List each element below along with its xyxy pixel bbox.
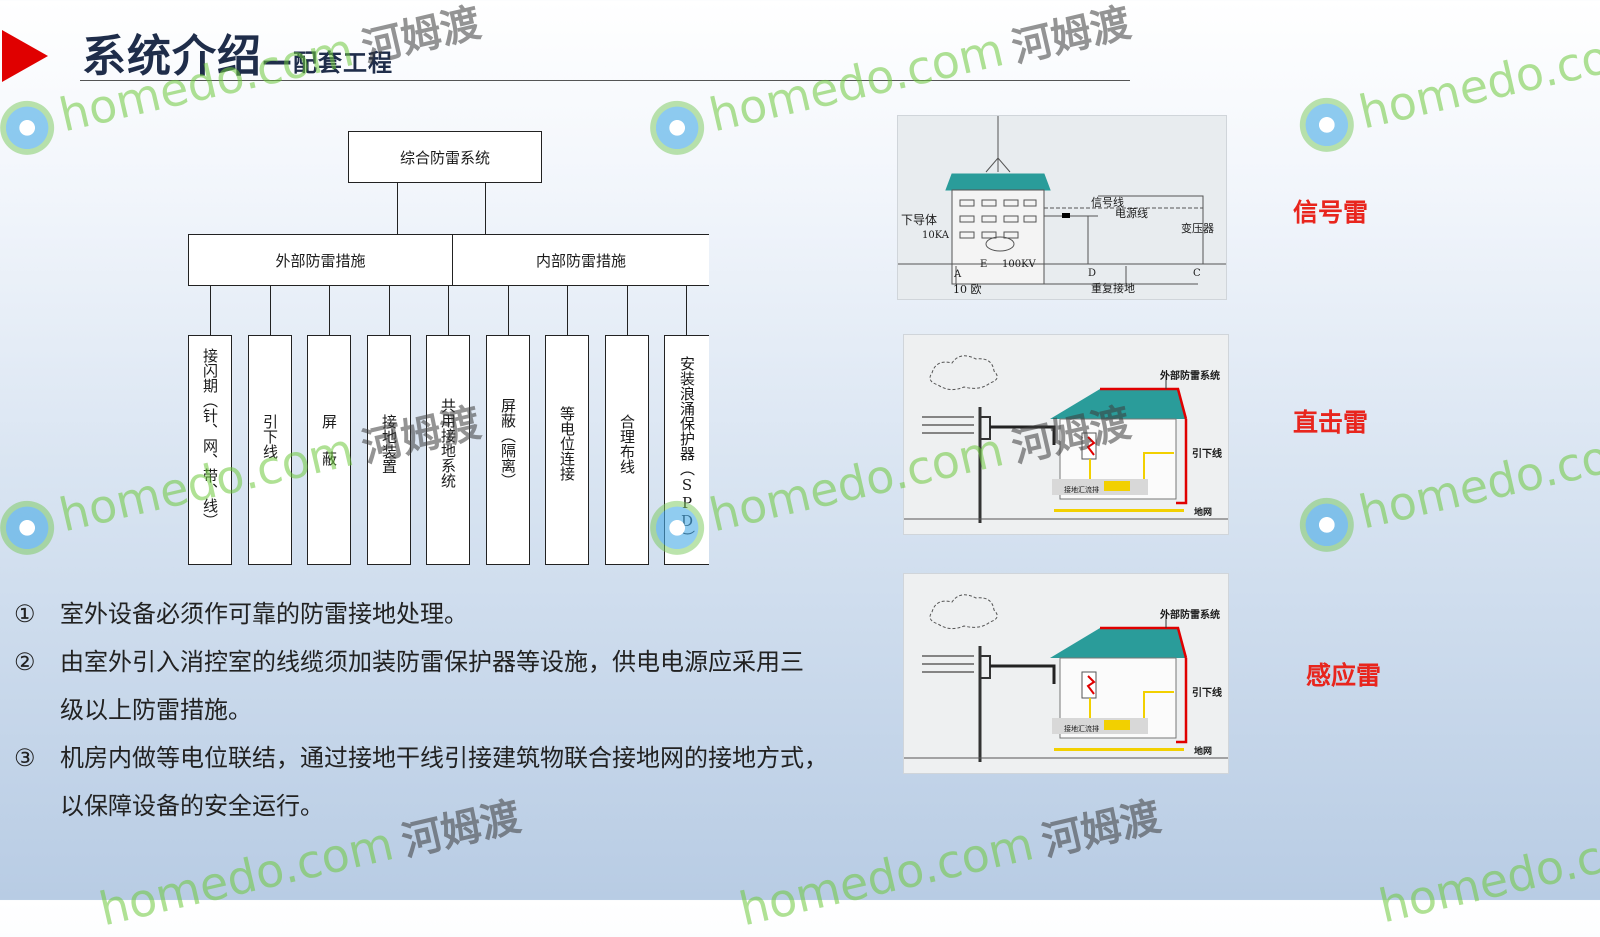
pic-annotation: 变压器 bbox=[1181, 222, 1214, 235]
pic-annotation: 外部防雷系统 bbox=[1160, 371, 1220, 382]
connector-line bbox=[448, 286, 449, 335]
pic-annotation: 引下线 bbox=[1192, 688, 1222, 699]
diagram-leaf-label: 等电位连接 bbox=[558, 406, 576, 481]
play-arrow-icon bbox=[2, 30, 48, 82]
title-underline bbox=[80, 80, 1130, 81]
building-drawing bbox=[898, 116, 1226, 285]
cloud-drawing bbox=[929, 594, 998, 630]
pic-annotation: E bbox=[980, 259, 988, 270]
page-title: 系统介绍—配套工程 bbox=[82, 20, 393, 84]
pic-annotation: D bbox=[1088, 268, 1097, 279]
note-number: ③ bbox=[14, 744, 36, 772]
diagram-leaf-label: 共用接地系统 bbox=[439, 398, 457, 488]
pic-annotation: 10 欧 bbox=[953, 283, 982, 296]
pic-annotation: 接地汇流排 bbox=[1064, 486, 1099, 494]
diagram-leaf-label: 屏蔽（隔离） bbox=[499, 398, 517, 488]
pic-annotation: 接地汇流排 bbox=[1064, 725, 1099, 733]
connector-line bbox=[508, 286, 509, 335]
pic-annotation: 地网 bbox=[1194, 508, 1213, 518]
watermark: homedo.com bbox=[1294, 19, 1600, 157]
note-item: ① 室外设备必须作可靠的防雷接地处理。 bbox=[14, 590, 468, 638]
connector-line bbox=[686, 286, 687, 335]
title-dash: — bbox=[262, 44, 293, 79]
diagram-leaf-label: 接地装置 bbox=[380, 414, 398, 474]
diagram-external-box: 外部防雷措施 bbox=[188, 234, 453, 286]
watermark-flower-icon bbox=[0, 494, 60, 560]
pic-annotation: 地网 bbox=[1194, 747, 1213, 757]
pic-annotation: A bbox=[954, 269, 962, 280]
watermark-flower-icon bbox=[1294, 91, 1360, 157]
induced-lightning-illustration: 外部防雷系统 引下线 地网 接地汇流排 bbox=[903, 573, 1229, 774]
direct-lightning-label: 直击雷 bbox=[1293, 408, 1369, 437]
connector-line bbox=[627, 286, 628, 335]
diagram-leaf-box: 引下线 bbox=[248, 335, 292, 565]
note-item: ③ 机房内做等电位联结，通过接地干线引接建筑物联合接地网的接地方式， 以保障设备的… bbox=[14, 734, 828, 830]
pic-annotation: 信号线 bbox=[1091, 196, 1124, 209]
diagram-leaf-box: 安装浪涌保护器（SPD） bbox=[664, 335, 709, 565]
connector-line bbox=[485, 183, 486, 234]
diagram-leaf-box: 合理布线 bbox=[605, 335, 649, 565]
cloud-drawing bbox=[929, 355, 998, 391]
pic-annotation: 下导体 bbox=[901, 213, 938, 227]
diagram-leaf-label: 屏蔽 bbox=[320, 414, 338, 488]
diagram-leaf-box: 接闪期（针、网、带、线） bbox=[188, 335, 232, 565]
diagram-internal-label: 内部防雷措施 bbox=[535, 251, 626, 270]
diagram-leaf-label: 安装浪涌保护器（SPD） bbox=[678, 356, 696, 545]
watermark: homedo.com河姆渡 bbox=[0, 390, 486, 560]
note-text: 由室外引入消控室的线缆须加装防雷保护器等设施，供电电源应采用三 bbox=[60, 648, 804, 676]
diagram-leaf-label: 引下线 bbox=[261, 414, 279, 459]
note-number: ② bbox=[14, 648, 36, 676]
note-text-continued: 以保障设备的安全运行。 bbox=[60, 792, 324, 820]
note-text-continued: 级以上防雷措施。 bbox=[60, 696, 252, 724]
signal-lightning-label: 信号雷 bbox=[1293, 198, 1369, 227]
page-subtitle: 配套工程 bbox=[293, 49, 393, 77]
note-number: ① bbox=[14, 600, 36, 628]
pic-annotation: 外部防雷系统 bbox=[1160, 610, 1220, 621]
connector-line bbox=[329, 286, 330, 335]
diagram-internal-box: 内部防雷措施 bbox=[452, 234, 709, 286]
direct-lightning-illustration: 外部防雷系统 引下线 地网 接地汇流排 bbox=[903, 334, 1229, 535]
pic-annotation: 10KA bbox=[922, 230, 950, 241]
diagram-leaf-box: 屏蔽 bbox=[307, 335, 351, 565]
pic-annotation: 电源线 bbox=[1115, 207, 1148, 220]
watermark: homedo.com bbox=[1294, 419, 1600, 557]
watermark-flower-icon bbox=[0, 94, 60, 160]
connector-line bbox=[397, 183, 398, 234]
note-text: 室外设备必须作可靠的防雷接地处理。 bbox=[60, 600, 468, 628]
pic-annotation: 重复接地 bbox=[1091, 282, 1135, 295]
note-item: ② 由室外引入消控室的线缆须加装防雷保护器等设施，供电电源应采用三 级以上防雷措施… bbox=[14, 638, 804, 734]
pic-annotation: 引下线 bbox=[1192, 449, 1222, 460]
title-main: 系统介绍 bbox=[82, 31, 262, 82]
pic-annotation: C bbox=[1193, 268, 1201, 279]
diagram-external-label: 外部防雷措施 bbox=[275, 251, 366, 270]
diagram-root-label: 综合防雷系统 bbox=[399, 148, 490, 167]
diagram-leaf-box: 接地装置 bbox=[367, 335, 411, 565]
signal-lightning-illustration: 下导体 10KA 10 欧 A E 100KV 信号线 电源线 变压器 D 重复… bbox=[897, 115, 1227, 300]
diagram-leaf-box: 共用接地系统 bbox=[426, 335, 470, 565]
diagram-leaf-label: 合理布线 bbox=[618, 414, 636, 474]
connector-line bbox=[210, 286, 211, 335]
watermark-flower-icon bbox=[1294, 491, 1360, 557]
induced-lightning-label: 感应雷 bbox=[1306, 661, 1382, 690]
diagram-leaf-label: 接闪期（针、网、带、线） bbox=[201, 348, 219, 528]
watermark: homedo.com bbox=[1373, 813, 1600, 934]
diagram-leaf-box: 屏蔽（隔离） bbox=[486, 335, 530, 565]
watermark-flower-icon bbox=[644, 94, 710, 160]
pic-annotation: 100KV bbox=[1002, 259, 1036, 270]
diagram-root-box: 综合防雷系统 bbox=[348, 131, 542, 183]
cable-connector bbox=[1062, 213, 1070, 218]
connector-line bbox=[389, 286, 390, 335]
connector-line bbox=[567, 286, 568, 335]
diagram-leaf-box: 等电位连接 bbox=[545, 335, 589, 565]
connector-line bbox=[270, 286, 271, 335]
note-text: 机房内做等电位联结，通过接地干线引接建筑物联合接地网的接地方式， bbox=[60, 744, 828, 772]
